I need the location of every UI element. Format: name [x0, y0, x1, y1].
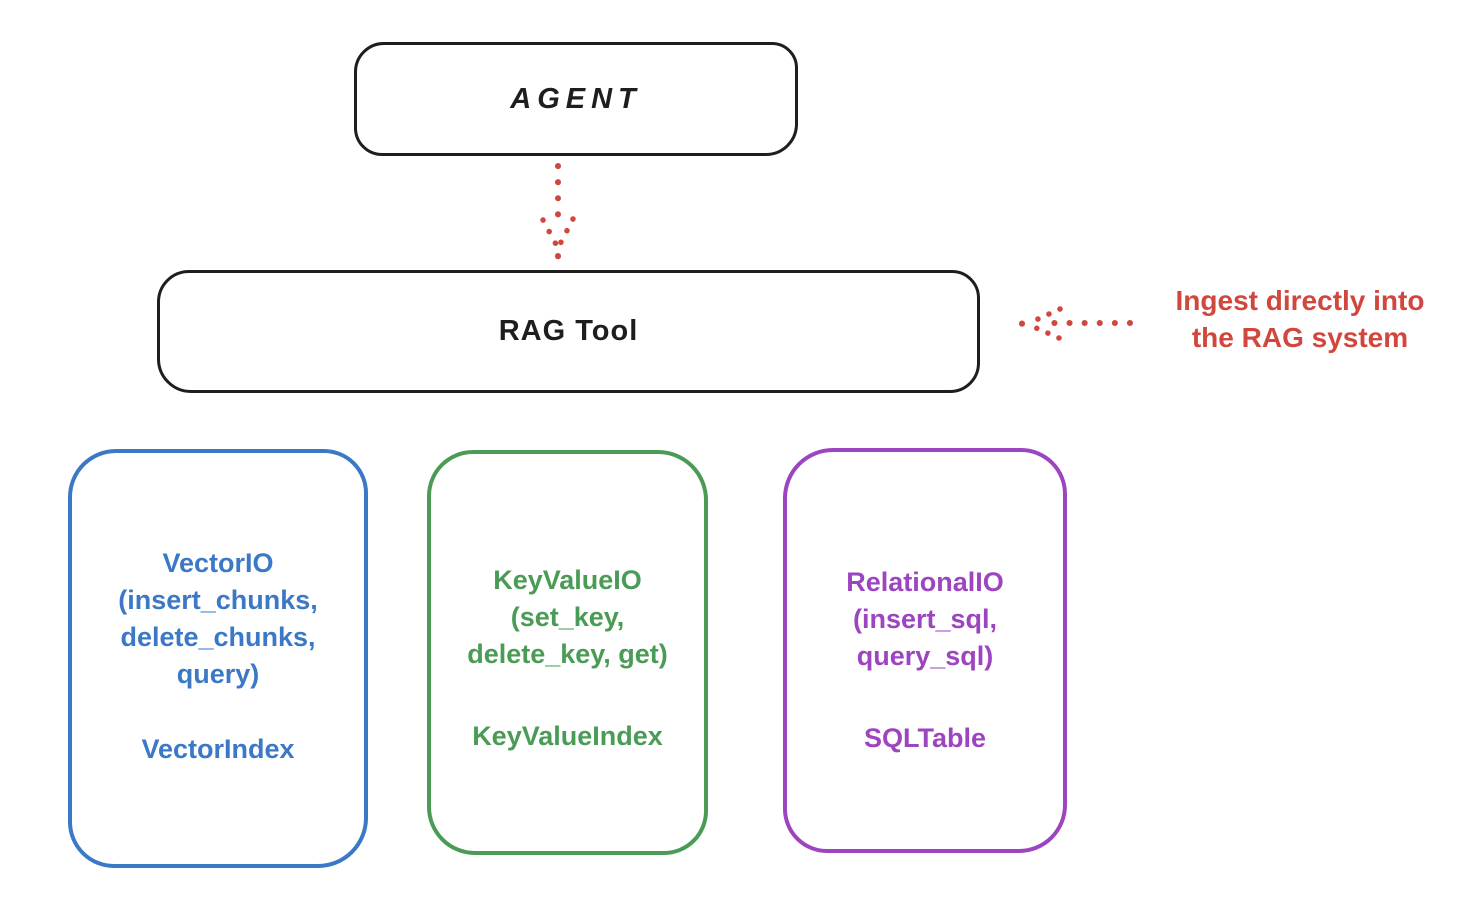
vector-io-title-line: delete_chunks,	[120, 622, 316, 652]
vector-io-title-line: (insert_chunks,	[118, 585, 318, 615]
key-value-io-title-line: delete_key, get)	[467, 639, 668, 669]
ingest-annotation-line: the RAG system	[1191, 322, 1409, 353]
sql-table-label: SQLTable	[863, 723, 986, 753]
relational-io-title: RelationalIO (insert_sql, query_sql)	[787, 564, 1063, 675]
vector-io-title-line: VectorIO	[162, 548, 274, 578]
key-value-io-title: KeyValueIO (set_key, delete_key, get)	[431, 562, 704, 673]
agent-label: AGENT	[510, 82, 642, 115]
key-value-index-label: KeyValueIndex	[472, 721, 663, 751]
agent-node: AGENT	[354, 42, 798, 156]
ingest-annotation: Ingest directly into the RAG system	[1125, 282, 1475, 356]
vector-index-label: VectorIndex	[141, 734, 295, 764]
relational-io-node: RelationalIO (insert_sql, query_sql) SQL…	[783, 448, 1067, 853]
key-value-io-title-line: (set_key,	[510, 602, 625, 632]
relational-io-title-line: RelationalIO	[846, 567, 1004, 597]
relational-io-title-line: query_sql)	[856, 641, 994, 671]
vector-io-node: VectorIO (insert_chunks, delete_chunks, …	[68, 449, 368, 868]
dotted-arrow-left-icon	[1019, 306, 1133, 341]
rag-tool-node: RAG Tool	[157, 270, 980, 393]
rag-tool-label: RAG Tool	[498, 315, 639, 347]
dotted-arrow-down-icon	[540, 163, 576, 260]
key-value-io-node: KeyValueIO (set_key, delete_key, get) Ke…	[427, 450, 708, 855]
ingest-annotation-line: Ingest directly into	[1175, 285, 1425, 316]
vector-io-title-line: query)	[176, 659, 260, 689]
vector-io-title: VectorIO (insert_chunks, delete_chunks, …	[72, 545, 364, 693]
relational-io-title-line: (insert_sql,	[852, 604, 998, 634]
key-value-io-title-line: KeyValueIO	[493, 565, 642, 595]
